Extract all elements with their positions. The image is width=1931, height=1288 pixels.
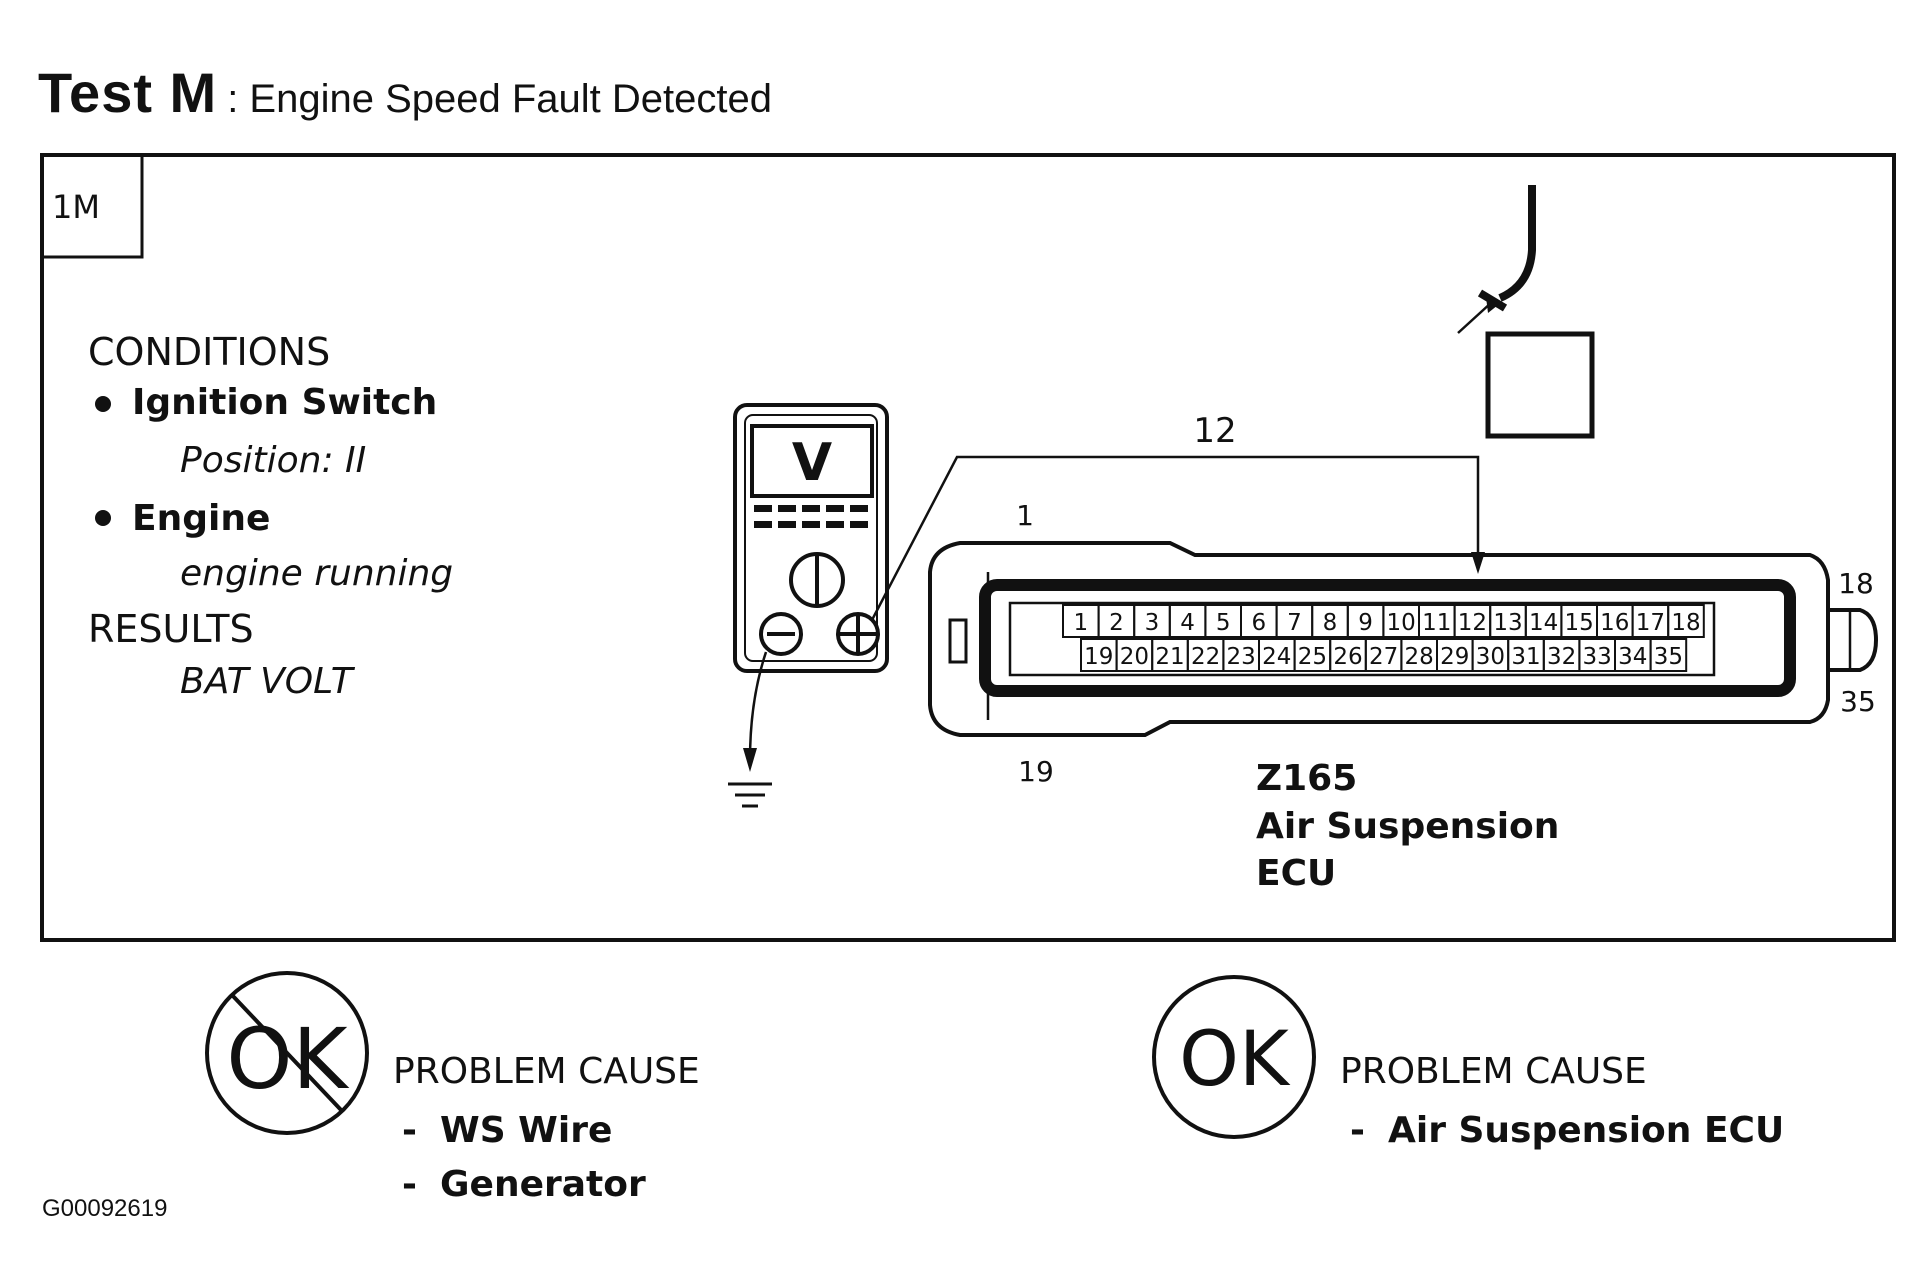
pin-label-top-left: 1 (1016, 499, 1034, 532)
top-pin-number: 16 (1600, 610, 1629, 636)
bottom-pin-number: 32 (1547, 644, 1576, 670)
pin-label-bottom-right: 35 (1840, 685, 1876, 718)
bottom-pin-number: 19 (1084, 644, 1113, 670)
top-pin-number: 15 (1565, 610, 1594, 636)
bottom-pin-number: 25 (1298, 644, 1327, 670)
top-pin-number: 4 (1180, 610, 1195, 636)
not-ok-cause-2: Generator (440, 1164, 646, 1205)
cause-dash: - (402, 1164, 417, 1205)
top-pin-number: 14 (1529, 610, 1558, 636)
condition-ignition-label: Ignition Switch (132, 382, 437, 423)
ok-problem-heading: PROBLEM CAUSE (1340, 1051, 1647, 1092)
image-id: G00092619 (42, 1195, 168, 1222)
negative-terminal-icon (759, 612, 803, 656)
voltmeter-icon: V (733, 403, 889, 673)
not-ok-icon: OK (205, 971, 369, 1135)
connector-name-line2: ECU (1256, 853, 1336, 894)
top-pin-number: 1 (1073, 610, 1088, 636)
ground-icon (728, 782, 772, 808)
ground-lead (743, 651, 768, 772)
results-value: BAT VOLT (180, 661, 356, 702)
connector-id: Z165 (1256, 758, 1357, 799)
not-ok-cause-1: WS Wire (440, 1110, 612, 1151)
wire-label: 12 (1193, 411, 1236, 451)
condition-engine-value: engine running (180, 553, 453, 594)
test-name: Test M (38, 61, 218, 124)
bottom-pin-number: 29 (1440, 644, 1469, 670)
bottom-pin-number: 31 (1511, 644, 1540, 670)
bottom-pin-number: 28 (1405, 644, 1434, 670)
top-pin-number: 18 (1671, 610, 1700, 636)
bottom-pin-number: 24 (1262, 644, 1291, 670)
conditions-heading: CONDITIONS (88, 330, 330, 374)
bottom-pin-number: 27 (1369, 644, 1398, 670)
bottom-pin-number: 30 (1476, 644, 1505, 670)
positive-terminal-icon (836, 612, 880, 656)
diagram-frame (40, 153, 1896, 942)
cause-dash: - (402, 1110, 417, 1151)
bottom-pin-number: 33 (1583, 644, 1612, 670)
step-label: 1M (52, 188, 100, 226)
top-pin-number: 17 (1636, 610, 1665, 636)
bullet-icon (95, 396, 111, 412)
step-box (40, 153, 144, 259)
top-pin-number: 11 (1422, 610, 1451, 636)
ok-cause-1: Air Suspension ECU (1388, 1110, 1784, 1151)
top-pin-number: 2 (1109, 610, 1124, 636)
bottom-pin-number: 23 (1227, 644, 1256, 670)
meter-display: V (792, 433, 832, 493)
condition-ignition-value: Position: II (180, 440, 366, 481)
test-description: : Engine Speed Fault Detected (227, 77, 773, 121)
results-heading: RESULTS (88, 607, 254, 651)
bottom-pin-number: 26 (1333, 644, 1362, 670)
top-pin-number: 9 (1358, 610, 1373, 636)
top-pin-number: 6 (1251, 610, 1266, 636)
bottom-pin-number: 34 (1618, 644, 1647, 670)
pin-label-top-right: 18 (1838, 567, 1874, 600)
not-ok-problem-heading: PROBLEM CAUSE (393, 1051, 700, 1092)
top-pin-number: 13 (1493, 610, 1522, 636)
disconnected-connector-icon (1457, 185, 1595, 439)
pin-label-bottom-left: 19 (1018, 755, 1054, 788)
condition-engine-label: Engine (132, 498, 270, 539)
connector-name-line1: Air Suspension (1256, 806, 1559, 847)
top-pin-number: 12 (1458, 610, 1487, 636)
top-pin-number: 8 (1323, 610, 1338, 636)
cause-dash: - (1350, 1110, 1365, 1151)
bottom-pin-number: 20 (1120, 644, 1149, 670)
page-title: Test M: Engine Speed Fault Detected (38, 60, 772, 125)
bullet-icon (95, 510, 111, 526)
top-pin-number: 5 (1216, 610, 1231, 636)
top-pin-cell (1667, 604, 1705, 638)
top-pin-number: 3 (1145, 610, 1160, 636)
top-pin-number: 10 (1387, 610, 1416, 636)
bottom-pin-cell (1649, 638, 1688, 672)
bottom-pin-number: 35 (1654, 644, 1683, 670)
not-ok-symbol: OK (226, 1010, 349, 1108)
probe-lead (870, 455, 1485, 621)
bottom-pin-number: 21 (1155, 644, 1184, 670)
bottom-pin-number: 22 (1191, 644, 1220, 670)
top-pin-number: 7 (1287, 610, 1302, 636)
ok-icon: OK (1152, 975, 1316, 1139)
ok-symbol: OK (1179, 1014, 1291, 1103)
